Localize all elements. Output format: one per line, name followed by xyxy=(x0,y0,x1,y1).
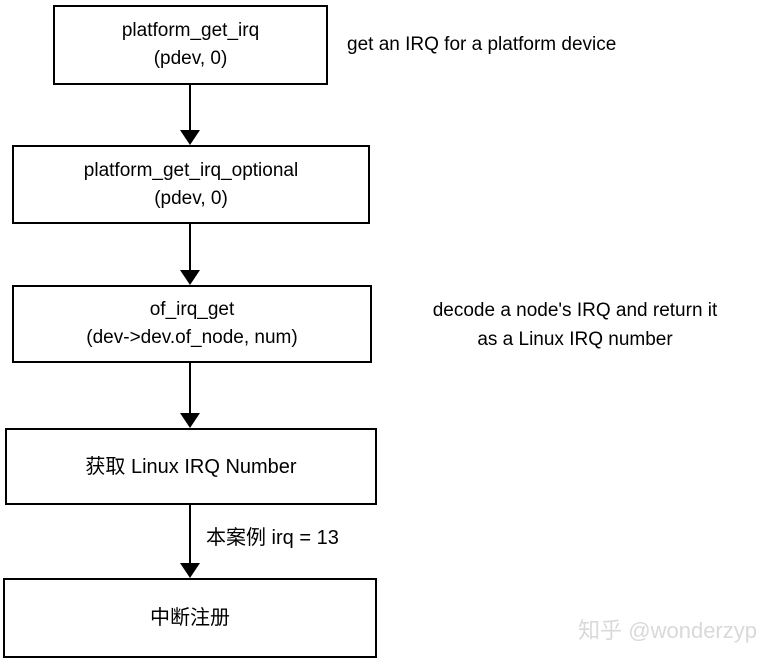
box-text-line: of_irq_get xyxy=(149,299,235,320)
annotation-of-irq-get: decode a node's IRQ and return it as a L… xyxy=(385,296,765,354)
arrow-line xyxy=(189,363,191,415)
arrow-line xyxy=(189,505,191,565)
arrow-box2-to-box3 xyxy=(180,224,200,285)
box-text-line: 获取 Linux IRQ Number xyxy=(85,455,297,478)
arrow-box1-to-box2 xyxy=(180,85,200,145)
arrow-box4-to-box5 xyxy=(180,505,200,578)
annotation-line: decode a node's IRQ and return it xyxy=(432,300,718,321)
box-text-line: (dev->dev.of_node, num) xyxy=(86,327,298,348)
annotation-line: as a Linux IRQ number xyxy=(477,329,673,350)
box-text-line: (pdev, 0) xyxy=(153,48,228,69)
arrow-head-icon xyxy=(180,563,200,578)
flow-box-platform-get-irq: platform_get_irq (pdev, 0) xyxy=(53,5,328,85)
box-text-line: (pdev, 0) xyxy=(154,187,228,209)
flow-box-interrupt-register: 中断注册 xyxy=(3,578,377,658)
arrow-line xyxy=(189,224,191,272)
box-text-line: 中断注册 xyxy=(150,607,230,629)
arrow-head-icon xyxy=(180,130,200,145)
flow-box-get-linux-irq-number: 获取 Linux IRQ Number xyxy=(5,428,377,505)
box-text-line: platform_get_irq_optional xyxy=(83,159,299,181)
box-text-line: platform_get_irq xyxy=(121,20,260,41)
arrow-head-icon xyxy=(180,270,200,285)
flow-box-platform-get-irq-optional: platform_get_irq_optional (pdev, 0) xyxy=(12,145,370,224)
annotation-platform-get-irq: get an IRQ for a platform device xyxy=(347,34,617,55)
arrow-box3-to-box4 xyxy=(180,363,200,428)
arrow4-label-irq-value: 本案例 irq = 13 xyxy=(206,527,339,549)
flow-box-of-irq-get: of_irq_get (dev->dev.of_node, num) xyxy=(12,285,372,363)
watermark-zhihu: 知乎 @wonderzyp xyxy=(578,618,757,643)
arrow-line xyxy=(189,85,191,132)
arrow-head-icon xyxy=(180,413,200,428)
